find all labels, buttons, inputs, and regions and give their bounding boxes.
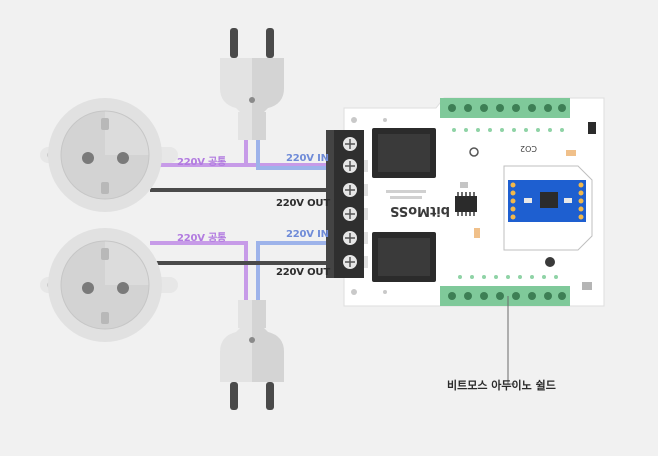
label-common-bottom: 220V 공통 bbox=[177, 233, 227, 244]
arduino-shield bbox=[326, 97, 605, 307]
screw-terminal-block bbox=[332, 130, 364, 278]
label-in-top: 220V IN bbox=[286, 153, 329, 164]
terminal-screws bbox=[343, 137, 357, 269]
board-brand: bitMoSS bbox=[390, 203, 450, 218]
common-wire-bottom bbox=[150, 241, 248, 300]
in-wire-top bbox=[256, 140, 350, 170]
plug-top bbox=[220, 28, 284, 140]
header-bottom bbox=[440, 286, 570, 306]
label-common-top: 220V 공통 bbox=[177, 157, 227, 168]
shield-caption: 비트모스 아두이노 쉴드 bbox=[447, 379, 556, 392]
label-in-bottom: 220V IN bbox=[286, 229, 329, 240]
header-top bbox=[440, 98, 570, 118]
label-out-bottom: 220V OUT bbox=[276, 267, 330, 278]
wires bbox=[150, 140, 350, 300]
plug-bottom bbox=[220, 300, 284, 410]
outlet-top bbox=[40, 98, 178, 212]
in-wire-bottom bbox=[256, 241, 350, 300]
ic-chip bbox=[455, 196, 477, 212]
label-out-top: 220V OUT bbox=[276, 198, 330, 209]
outlet-bottom bbox=[40, 228, 178, 342]
co2-module-label: CO2 bbox=[520, 144, 537, 153]
